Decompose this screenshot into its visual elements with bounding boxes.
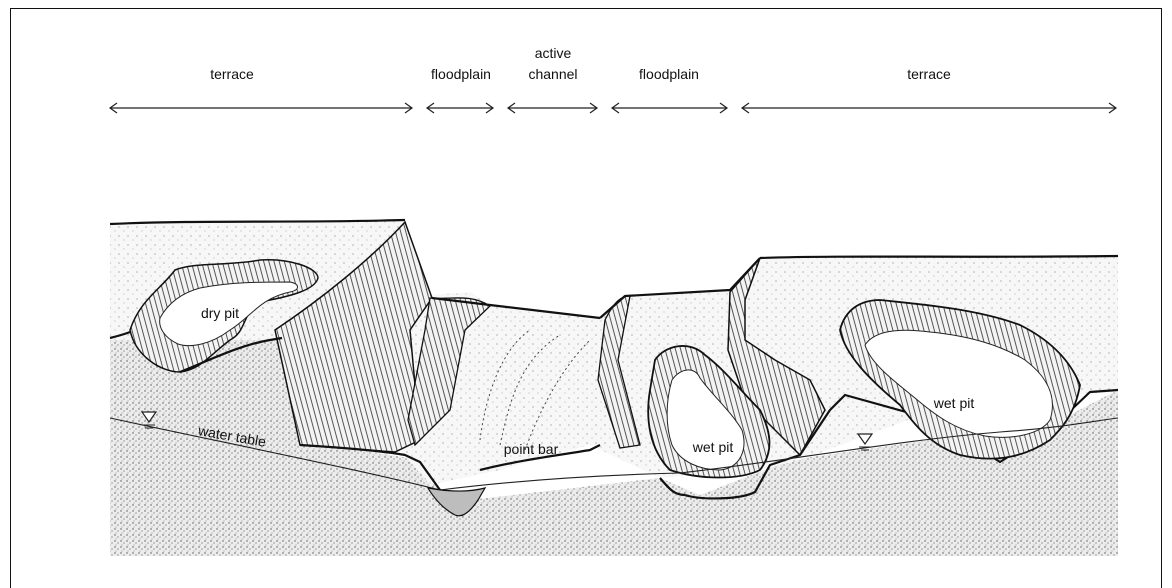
label-point-bar: point bar	[504, 441, 559, 457]
zone-label-active-channel-line1: active	[535, 45, 572, 61]
zone-label-floodplain-right: floodplain	[639, 66, 699, 82]
zone-label-terrace-right: terrace	[907, 66, 951, 82]
label-dry-pit: dry pit	[201, 305, 239, 321]
label-wet-pit-center: wet pit	[692, 439, 734, 455]
zone-label-active-channel-line2: channel	[528, 66, 577, 82]
zone-label-terrace-left: terrace	[210, 66, 254, 82]
zone-label-floodplain-left: floodplain	[431, 66, 491, 82]
zone-arrows	[110, 103, 1116, 113]
label-wet-pit-right: wet pit	[933, 395, 975, 411]
